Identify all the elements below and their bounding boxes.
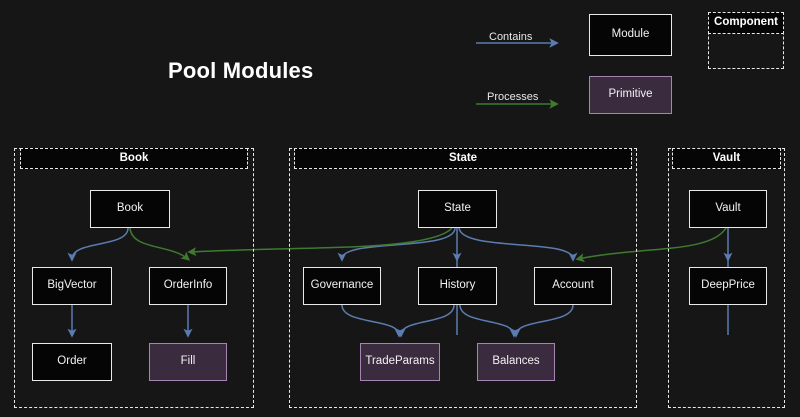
node-state[interactable]: State [418, 190, 497, 228]
node-history[interactable]: History [418, 267, 497, 305]
legend-label-contains: Contains [489, 31, 533, 43]
node-order[interactable]: Order [32, 343, 112, 381]
legend-module-box: Module [589, 14, 672, 56]
node-bigvector[interactable]: BigVector [32, 267, 112, 305]
node-balances[interactable]: Balances [477, 343, 555, 381]
legend-component-header: Component [708, 12, 784, 34]
node-tradeparams[interactable]: TradeParams [360, 343, 440, 381]
node-book[interactable]: Book [90, 190, 170, 228]
page-title: Pool Modules [168, 58, 314, 83]
group-header-book: Book [20, 148, 248, 169]
legend-label-processes: Processes [487, 91, 539, 103]
legend-primitive-box: Primitive [589, 76, 672, 114]
node-governance[interactable]: Governance [303, 267, 381, 305]
group-header-state: State [294, 148, 632, 169]
node-fill[interactable]: Fill [149, 343, 227, 381]
node-account[interactable]: Account [534, 267, 612, 305]
node-vault[interactable]: Vault [689, 190, 767, 228]
node-orderinfo[interactable]: OrderInfo [149, 267, 227, 305]
group-header-vault: Vault [672, 148, 781, 169]
node-deepprice[interactable]: DeepPrice [689, 267, 767, 305]
